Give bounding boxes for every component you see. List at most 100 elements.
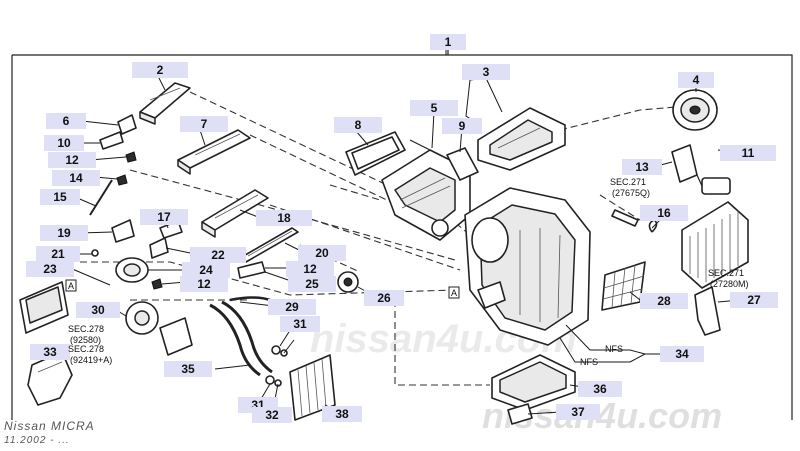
svg-text:4: 4 — [693, 73, 700, 87]
svg-text:SEC.271: SEC.271 — [708, 268, 744, 278]
svg-text:22: 22 — [211, 248, 225, 262]
svg-text:8: 8 — [355, 118, 362, 132]
callout-18: 18 — [256, 210, 312, 226]
heater-unit-main — [464, 187, 591, 346]
svg-text:38: 38 — [335, 407, 349, 421]
callout-35: 35 — [164, 361, 212, 377]
svg-text:34: 34 — [675, 347, 689, 361]
svg-text:29: 29 — [285, 300, 299, 314]
callout-15: 15 — [40, 189, 80, 205]
svg-text:26: 26 — [377, 291, 391, 305]
part-36-tray — [491, 354, 576, 411]
callout-32: 32 — [252, 407, 292, 423]
svg-text:12: 12 — [303, 262, 317, 276]
part-19-lever — [111, 219, 135, 243]
part-13-bracket — [671, 144, 698, 183]
callout-22: 22 — [190, 247, 246, 263]
part-12-clip-a — [125, 151, 137, 163]
part-6-lever — [117, 114, 137, 135]
ref-sec271-lower: SEC.271 (27280M) — [708, 268, 749, 289]
callout-6: 6 — [46, 113, 86, 129]
svg-text:21: 21 — [51, 247, 65, 261]
svg-text:(92580): (92580) — [70, 335, 101, 345]
callout-25: 25 — [288, 276, 336, 292]
part-38-heater-core — [289, 354, 336, 421]
svg-text:(27675Q): (27675Q) — [612, 188, 650, 198]
footer-date: 11.2002 - ... — [4, 435, 70, 446]
part-8-gasket — [345, 131, 406, 176]
footer-caption: Nissan MICRA 11.2002 - ... — [4, 419, 95, 446]
part-22-arm — [149, 237, 169, 259]
part-16-bolt — [611, 209, 639, 227]
part-5-intake — [381, 139, 471, 241]
callout-12-c: 12 — [180, 276, 228, 292]
callout-36: 36 — [578, 381, 622, 397]
callout-13: 13 — [622, 159, 662, 175]
callout-26: 26 — [364, 290, 404, 306]
callout-21: 21 — [36, 246, 80, 262]
svg-text:18: 18 — [277, 211, 291, 225]
svg-text:13: 13 — [635, 160, 649, 174]
svg-text:6: 6 — [63, 114, 70, 128]
svg-text:17: 17 — [157, 210, 171, 224]
svg-text:32: 32 — [265, 408, 279, 422]
part-15-rod — [89, 179, 113, 216]
ref-nfs: NFS NFS — [580, 344, 623, 367]
svg-text:19: 19 — [57, 226, 71, 240]
callout-14: 14 — [52, 170, 100, 186]
svg-text:36: 36 — [593, 382, 607, 396]
part-7-duct — [177, 129, 251, 175]
callout-11: 11 — [720, 145, 776, 161]
svg-text:7: 7 — [201, 117, 208, 131]
part-30-actuator — [125, 301, 159, 335]
svg-text:11: 11 — [742, 146, 755, 160]
part-11-pipe — [696, 174, 731, 195]
svg-text:25: 25 — [305, 277, 319, 291]
svg-text:A: A — [68, 281, 74, 291]
callout-19: 19 — [40, 225, 88, 241]
svg-text:37: 37 — [571, 405, 585, 419]
part-14-clip — [116, 174, 128, 186]
svg-text:23: 23 — [43, 262, 57, 276]
part-16-clip — [648, 219, 658, 233]
part-3-duct — [477, 107, 566, 171]
part-10-link — [99, 131, 124, 150]
callout-17: 17 — [140, 209, 188, 225]
sec278-bracket — [159, 317, 193, 356]
svg-text:SEC.271: SEC.271 — [610, 177, 646, 187]
part-31-clamp-upper — [271, 345, 288, 357]
svg-text:9: 9 — [459, 119, 466, 133]
callout-16: 16 — [640, 205, 688, 221]
svg-text:15: 15 — [53, 190, 67, 204]
svg-text:5: 5 — [431, 101, 438, 115]
callout-37: 37 — [556, 404, 600, 420]
part-18-duct — [201, 189, 269, 238]
callout-7: 7 — [180, 116, 228, 132]
part-27-cover — [694, 286, 721, 336]
part-4-blower — [672, 89, 718, 131]
part-26-gear — [337, 271, 359, 293]
svg-text:NFS: NFS — [605, 344, 623, 354]
part-33-cover — [27, 351, 73, 406]
part-28-filter — [601, 261, 646, 311]
part-25-link — [237, 261, 266, 279]
svg-text:33: 33 — [43, 345, 57, 359]
part-23-module — [19, 281, 69, 334]
callout-10: 10 — [44, 135, 84, 151]
evaporator-core — [681, 201, 749, 289]
ref-marker-a-left: A — [65, 279, 77, 292]
ref-sec278-lower: SEC.278 (92419+A) — [68, 344, 112, 365]
svg-text:12: 12 — [197, 277, 211, 291]
callout-23: 23 — [26, 261, 74, 277]
callout-12-b: 12 — [286, 261, 334, 277]
ref-sec278-upper: SEC.278 (92580) — [68, 324, 104, 345]
svg-text:28: 28 — [657, 294, 671, 308]
ref-marker-a-center: A — [448, 286, 460, 299]
part-31-clamp-lower — [265, 375, 282, 387]
footer-model: Nissan MICRA — [4, 419, 95, 433]
callout-29: 29 — [268, 299, 316, 315]
callout-30: 30 — [76, 302, 120, 318]
svg-text:(92419+A): (92419+A) — [70, 355, 112, 365]
